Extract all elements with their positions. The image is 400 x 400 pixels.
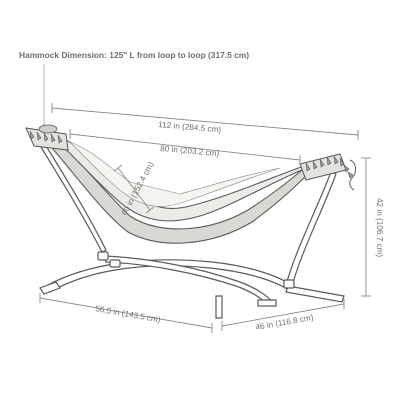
right-foot [285,285,345,303]
fabric-inner-panel [69,141,281,207]
height-label: 42 in (106.7 cm) [375,198,384,257]
center-connector [109,259,121,268]
right-arm [285,171,337,287]
overall-length-dimension: 112 in (284.5 cm) [51,103,359,140]
right-fringe [305,155,354,179]
left-connector [97,251,109,261]
bed-length-label: 80 in (203.2 cm) [160,144,220,158]
diagram-title: Hammock Dimension: 125" L from loop to l… [19,50,249,60]
hammock-stand [35,135,345,319]
right-connector [283,279,295,289]
left-fringe [29,130,63,144]
right-back-foot [257,299,277,307]
hammock-fabric [25,124,357,244]
height-dimension: 42 in (106.7 cm) [361,157,384,297]
bed-length-dimension: 80 in (203.2 cm) [69,129,301,165]
left-loop [38,124,58,134]
base-width-label: 46 in (116.8 cm) [255,313,314,332]
base-length-label: 56.5 in (143.5 cm) [95,304,162,324]
left-foot [39,281,61,295]
right-hook [349,159,357,191]
rear-leg [215,295,223,319]
base-width-dimension: 46 in (116.8 cm) [221,299,345,332]
base-length-dimension: 56.5 in (143.5 cm) [39,293,213,333]
